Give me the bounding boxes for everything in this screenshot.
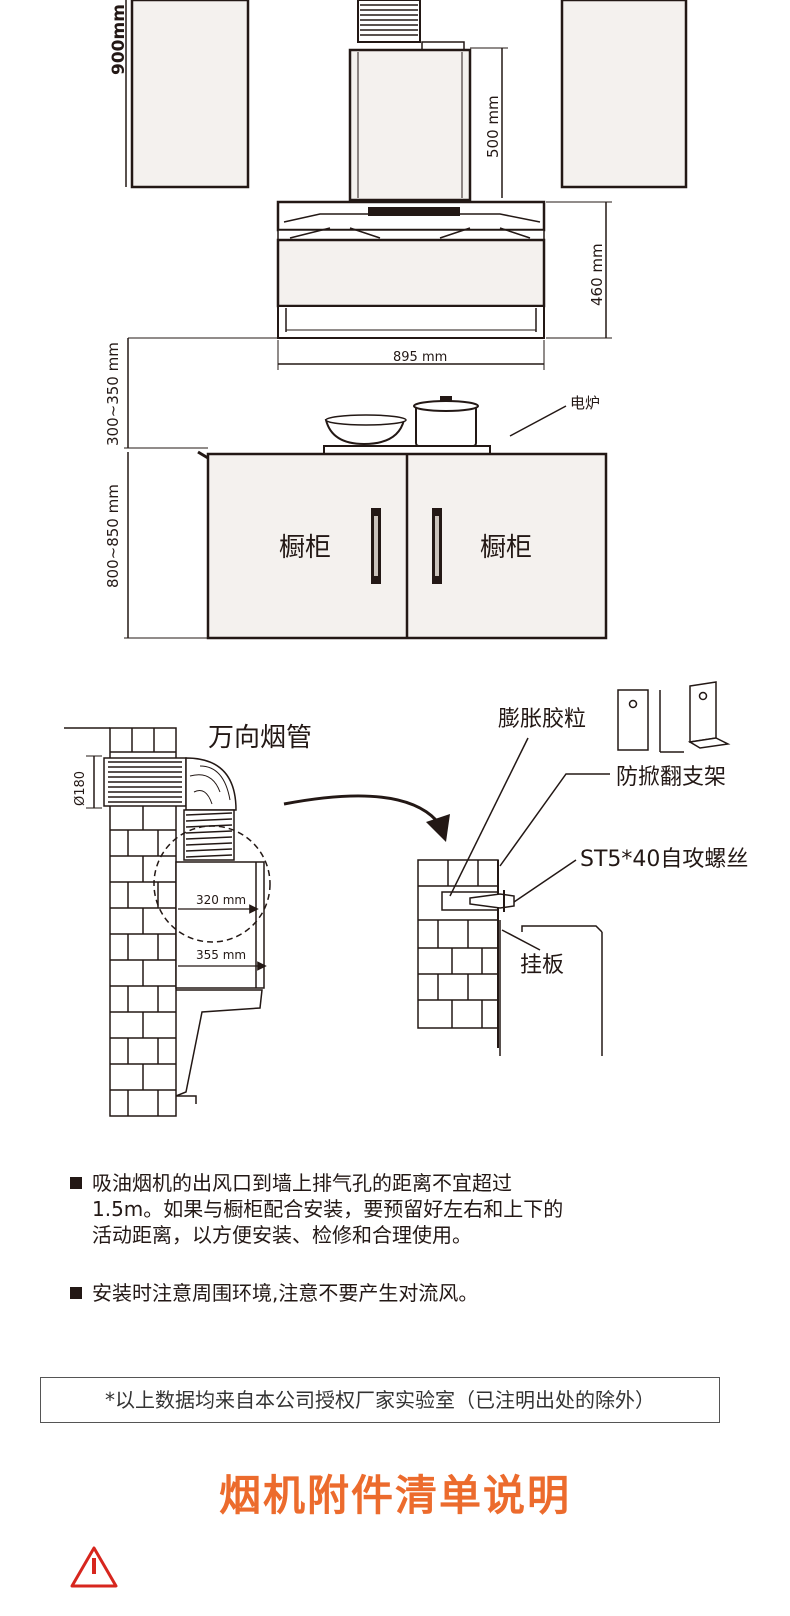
upper-cabinet-left — [130, 0, 250, 189]
duct-vertical — [183, 809, 235, 861]
upper-cabinet-right — [560, 0, 688, 189]
clearance-label: 300~350 mm — [104, 342, 122, 446]
cabinet-label-right: 橱柜 — [480, 533, 532, 563]
warning-icon — [70, 1546, 118, 1588]
stove-pointer-line — [509, 405, 567, 437]
hood-height-label: 460 mm — [588, 243, 606, 306]
bullet-icon — [70, 1177, 82, 1189]
section-title: 烟机附件清单说明 — [218, 1471, 571, 1520]
bracket-icons — [617, 681, 731, 753]
duct-label: 万向烟管 — [208, 723, 312, 753]
duct-diameter-label: Ø180 — [73, 771, 88, 806]
dim-320-label: 320 mm — [196, 893, 246, 907]
cabinet-label-left: 橱柜 — [279, 533, 331, 563]
brick-wall-detail — [417, 859, 499, 1029]
dim-355-label: 355 mm — [196, 948, 246, 962]
hanger-label: 挂板 — [520, 953, 564, 978]
note-2-text: 安装时注意周围环境,注意不要产生对流风。 — [92, 1281, 479, 1305]
note-1-text: 吸油烟机的出风口到墙上排气孔的距离不宜超过1.5m。如果与橱柜配合安装，要预留好… — [92, 1171, 564, 1247]
hood-width-label: 895 mm — [393, 350, 447, 365]
counter-height-label: 800~850 mm — [104, 484, 122, 588]
expansion-label: 膨胀胶粒 — [498, 707, 586, 732]
base-cabinet — [197, 450, 608, 640]
detail-arrow — [283, 794, 438, 822]
chimney-duct-top — [357, 0, 465, 51]
note-2: 安装时注意周围环境,注意不要产生对流风。 — [70, 1280, 652, 1306]
range-hood-body — [276, 200, 546, 339]
hood-side-profile — [175, 861, 265, 1104]
disclaimer-box: *以上数据均来自本公司授权厂家实验室（已注明出处的除外） — [40, 1377, 720, 1423]
note-1: 吸油烟机的出风口到墙上排气孔的距离不宜超过1.5m。如果与橱柜配合安装，要预留好… — [70, 1170, 572, 1248]
chimney-height-label: 500 mm — [484, 95, 502, 158]
bullet-icon — [70, 1287, 82, 1299]
screw-label: ST5*40自攻螺丝 — [580, 847, 748, 872]
duct-elbow — [185, 757, 237, 811]
cabinet-height-label: 900mm — [109, 4, 129, 75]
hood-chimney — [348, 48, 472, 202]
electric-stove — [323, 396, 491, 455]
bracket-label: 防掀翻支架 — [616, 765, 726, 790]
duct-through-wall — [103, 757, 187, 807]
detail-circle — [153, 825, 271, 943]
stove-label: 电炉 — [570, 394, 600, 412]
